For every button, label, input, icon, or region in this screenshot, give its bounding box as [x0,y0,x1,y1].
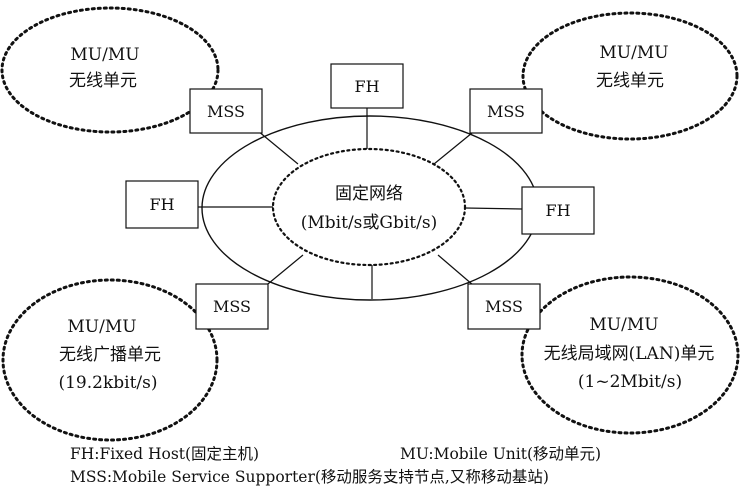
cell-bottom-left-boundary [1,278,219,442]
fh-right-node: FH [521,186,595,235]
cell-bottom-left-title: MU/MU [67,317,136,337]
mss-bottom-right-node: MSS [467,283,541,330]
mss-top-left-label: MSS [207,102,245,121]
cell-bottom-right-title: MU/MU [589,315,658,335]
fh-left-node: FH [125,180,199,229]
mss-top-right-label: MSS [487,102,525,121]
legend-mu: MU:Mobile Unit(移动单元) [400,445,601,463]
link-mss-top-right [433,132,473,165]
cell-bottom-left-rate: (19.2kbit/s) [58,373,157,393]
mss-bottom-left-node: MSS [195,283,269,330]
fh-top-node: FH [330,63,404,109]
legend-fh: FH:Fixed Host(固定主机) [70,445,259,463]
cell-bottom-left-subtitle: 无线广播单元 [59,345,161,365]
network-speed: (Mbit/s或Gbit/s) [301,213,437,233]
fh-left-label: FH [149,195,174,214]
link-fh-right [464,207,523,210]
cell-bottom-right-boundary [520,275,740,435]
fh-right-label: FH [545,201,570,220]
legend-mss: MSS:Mobile Service Supporter(移动服务支持节点,又称… [70,468,549,486]
cell-top-right-boundary [521,11,739,141]
cell-top-left-boundary [0,6,220,134]
mss-bottom-left-label: MSS [213,297,251,316]
link-mss-bottom-left [262,254,304,289]
cell-bottom-right-rate: (1~2Mbit/s) [578,372,682,392]
mss-bottom-right-label: MSS [485,297,523,316]
fh-top-label: FH [354,77,379,96]
cell-top-left-subtitle: 无线单元 [69,71,137,91]
network-title: 固定网络 [335,184,403,204]
link-mss-bottom-right [437,254,474,286]
mss-top-left-node: MSS [189,88,263,134]
cell-bottom-right-subtitle: 无线局域网(LAN)单元 [544,344,715,364]
fixed-network-core [271,147,467,267]
cell-top-right-subtitle: 无线单元 [596,71,664,91]
cell-top-right-title: MU/MU [599,43,668,63]
mss-top-right-node: MSS [469,88,543,134]
cell-top-left-title: MU/MU [70,45,139,65]
link-mss-top-left [257,130,299,165]
